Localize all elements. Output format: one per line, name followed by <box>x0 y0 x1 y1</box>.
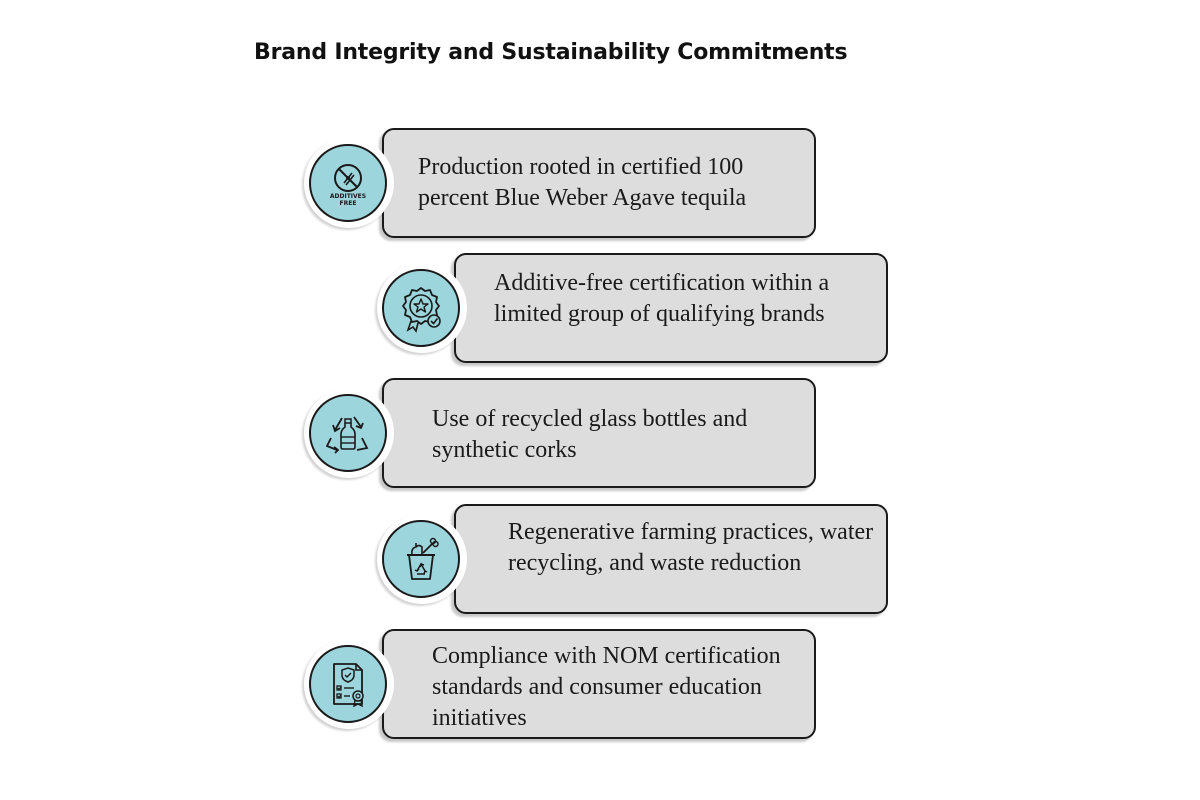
commitment-card-5: Compliance with NOM certification standa… <box>382 629 816 739</box>
page-title: Brand Integrity and Sustainability Commi… <box>254 40 848 65</box>
commitment-card-4: Regenerative farming practices, water re… <box>454 504 888 614</box>
icon-circle-3 <box>309 394 387 472</box>
commitment-item-3: Use of recycled glass bottles and synthe… <box>0 374 1200 494</box>
commitment-card-2: Additive-free certification within a lim… <box>454 253 888 363</box>
icon-label-free: FREE <box>340 200 357 207</box>
commitment-item-5: Compliance with NOM certification standa… <box>0 625 1200 745</box>
recycled-bottle-icon <box>325 416 369 454</box>
icon-circle-5 <box>309 645 387 723</box>
certificate-document-icon <box>333 663 364 708</box>
compost-bin-icon <box>407 537 439 580</box>
commitment-card-1: Production rooted in certified 100 perce… <box>382 128 816 238</box>
commitment-text-1: Production rooted in certified 100 perce… <box>418 154 747 211</box>
commitment-text-2: Additive-free certification within a lim… <box>494 270 830 327</box>
commitment-text-5: Compliance with NOM certification standa… <box>432 643 781 731</box>
commitment-text-4: Regenerative farming practices, water re… <box>508 519 874 576</box>
certified-badge-icon <box>402 287 441 333</box>
icon-label-additives: ADDITIVES <box>330 193 366 200</box>
commitment-item-1: Production rooted in certified 100 perce… <box>0 124 1200 244</box>
commitment-item-2: Additive-free certification within a lim… <box>0 249 1200 369</box>
additives-free-icon: ADDITIVES FREE <box>330 164 366 207</box>
commitment-card-3: Use of recycled glass bottles and synthe… <box>382 378 816 488</box>
icon-circle-1: ADDITIVES FREE <box>309 144 387 222</box>
commitment-item-4: Regenerative farming practices, water re… <box>0 500 1200 620</box>
commitment-text-3: Use of recycled glass bottles and synthe… <box>432 406 748 463</box>
icon-circle-4 <box>382 520 460 598</box>
icon-circle-2 <box>382 269 460 347</box>
